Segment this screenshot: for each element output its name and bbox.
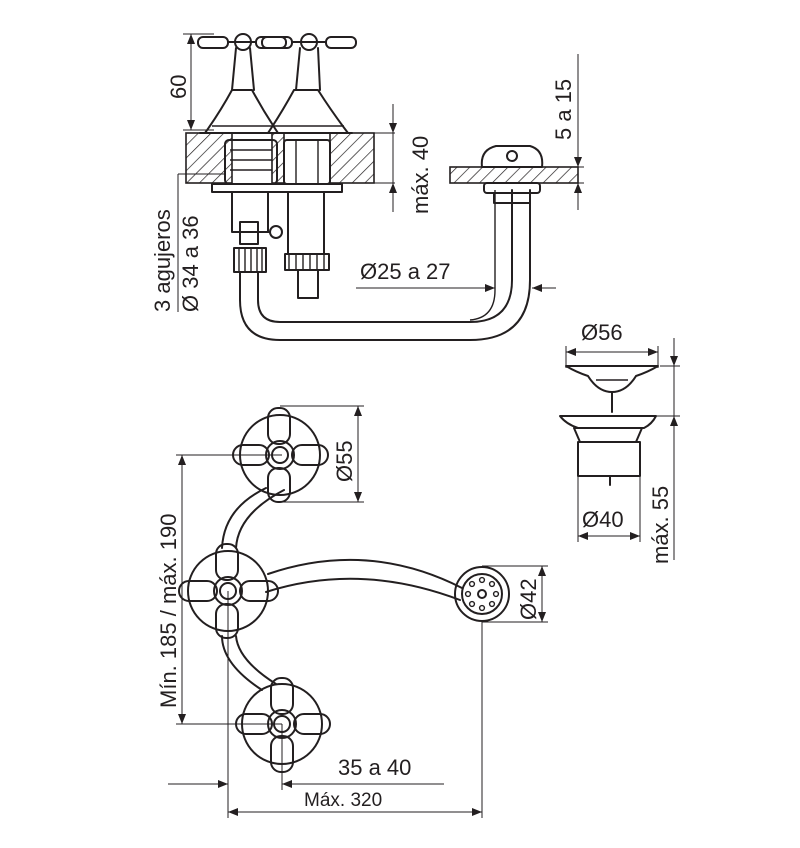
- dim-holes-count: 3 agujeros: [150, 209, 175, 312]
- side-dimensions: 60 máx. 40 3 agujeros Ø 34 a 36 Ø25 a 27…: [150, 33, 584, 312]
- plan-dimensions: Ø55 Ø42 Mín. 185 / máx. 190 35 a 40 Máx.…: [156, 405, 548, 818]
- plan-handle-bottom: [235, 677, 331, 773]
- dim-center-spacing: Mín. 185 / máx. 190: [156, 514, 181, 708]
- dim-plug-deck: 5 a 15: [551, 79, 576, 140]
- dim-plug-top: Ø56: [581, 320, 623, 345]
- flange-right: [267, 89, 349, 134]
- spray-deck: [449, 166, 579, 184]
- valve-body-left: [224, 139, 278, 185]
- dim-plug-max: máx. 55: [648, 486, 673, 564]
- dim-offset: 35 a 40: [338, 755, 411, 780]
- cross-handle-right: [261, 33, 357, 91]
- side-view: [185, 33, 579, 341]
- dim-max-length: Máx. 320: [304, 790, 382, 811]
- drain-plug: [559, 365, 659, 486]
- dim-spray-diameter: Ø42: [516, 578, 541, 620]
- spray-head: [480, 145, 544, 168]
- dim-pipe-diameter: Ø25 a 27: [360, 259, 451, 284]
- supply-pipe: [239, 189, 531, 341]
- flange-left: [204, 89, 279, 134]
- dim-holes-diameter: Ø 34 a 36: [178, 215, 203, 312]
- plug-dimensions: Ø56 Ø40 máx. 55: [565, 320, 680, 564]
- deck-right: [329, 132, 375, 184]
- dim-plug-body: Ø40: [582, 507, 624, 532]
- plan-spray: [454, 566, 510, 622]
- dim-handle-height: 60: [166, 75, 191, 99]
- cross-handle-left: [197, 33, 287, 91]
- dim-max-deck: máx. 40: [408, 136, 433, 214]
- valve-body-right: [283, 139, 331, 185]
- dim-handle-diameter: Ø55: [332, 440, 357, 482]
